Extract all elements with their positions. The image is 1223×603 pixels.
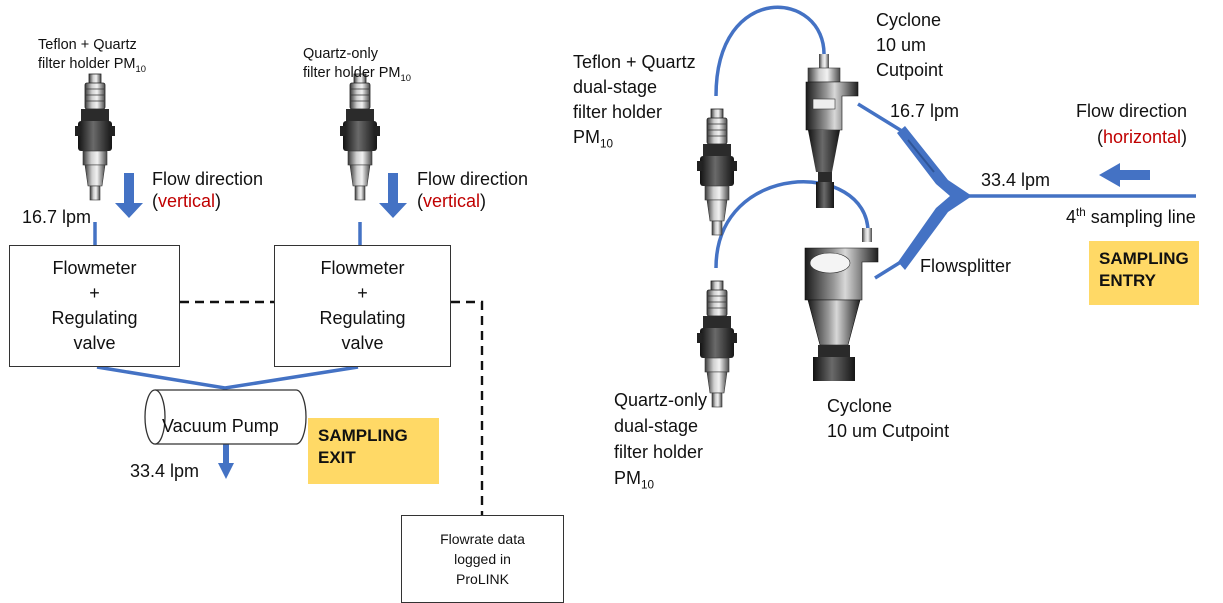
cyclone-top-label: Cyclone 10 um Cutpoint	[876, 10, 944, 80]
cyclone-icon-top	[805, 54, 859, 208]
holder2-label: Quartz-only filter holder PM10	[303, 46, 411, 83]
flowmeter-regulator-2: Flowmeter + Regulating valve	[274, 245, 451, 367]
flowmeter-regulator-1: Flowmeter + Regulating valve	[9, 245, 180, 367]
holder-top-label: Teflon + Quartz dual-stage filter holder…	[573, 52, 696, 151]
cyclone-bottom-label: Cyclone 10 um Cutpoint	[827, 396, 950, 441]
flow-direction-label-2: Flow direction (vertical)	[417, 169, 529, 211]
holder-bottom-label: Quartz-only dual-stage filter holder PM1…	[614, 390, 708, 492]
prolink-logger-box: Flowrate data logged in ProLINK	[401, 515, 564, 603]
flowsplitter-icon	[897, 126, 972, 270]
filter-holder-icon-2	[340, 73, 380, 201]
data-link-dashed	[180, 300, 484, 515]
flowsplitter-label: Flowsplitter	[920, 256, 1012, 276]
arrow-down-icon	[115, 173, 143, 218]
flow-direction-horizontal-label: Flow direction (horizontal)	[1076, 101, 1188, 147]
sampling-entry-tag: SAMPLING ENTRY	[1089, 241, 1199, 305]
vacuum-pump-label: Vacuum Pump	[162, 416, 279, 436]
cyclone-icon-bottom	[804, 228, 879, 381]
sampling-exit-tag: SAMPLING EXIT	[308, 418, 439, 484]
filter-holder-icon-1	[75, 73, 115, 201]
flow-direction-label-1: Flow direction (vertical)	[152, 169, 264, 211]
arrow-down-icon	[379, 173, 407, 218]
branch-flow-rate: 16.7 lpm	[890, 101, 960, 121]
inlet-flow-rate: 16.7 lpm	[22, 207, 92, 227]
arrow-left-icon	[1099, 163, 1150, 187]
main-flow-rate: 33.4 lpm	[981, 170, 1051, 190]
sampling-line-label: 4th sampling line	[1066, 206, 1196, 227]
exit-arrow-icon	[218, 440, 234, 479]
holder1-label: Teflon + Quartz filter holder PM10	[38, 37, 146, 74]
outlet-flow-rate: 33.4 lpm	[130, 461, 200, 481]
